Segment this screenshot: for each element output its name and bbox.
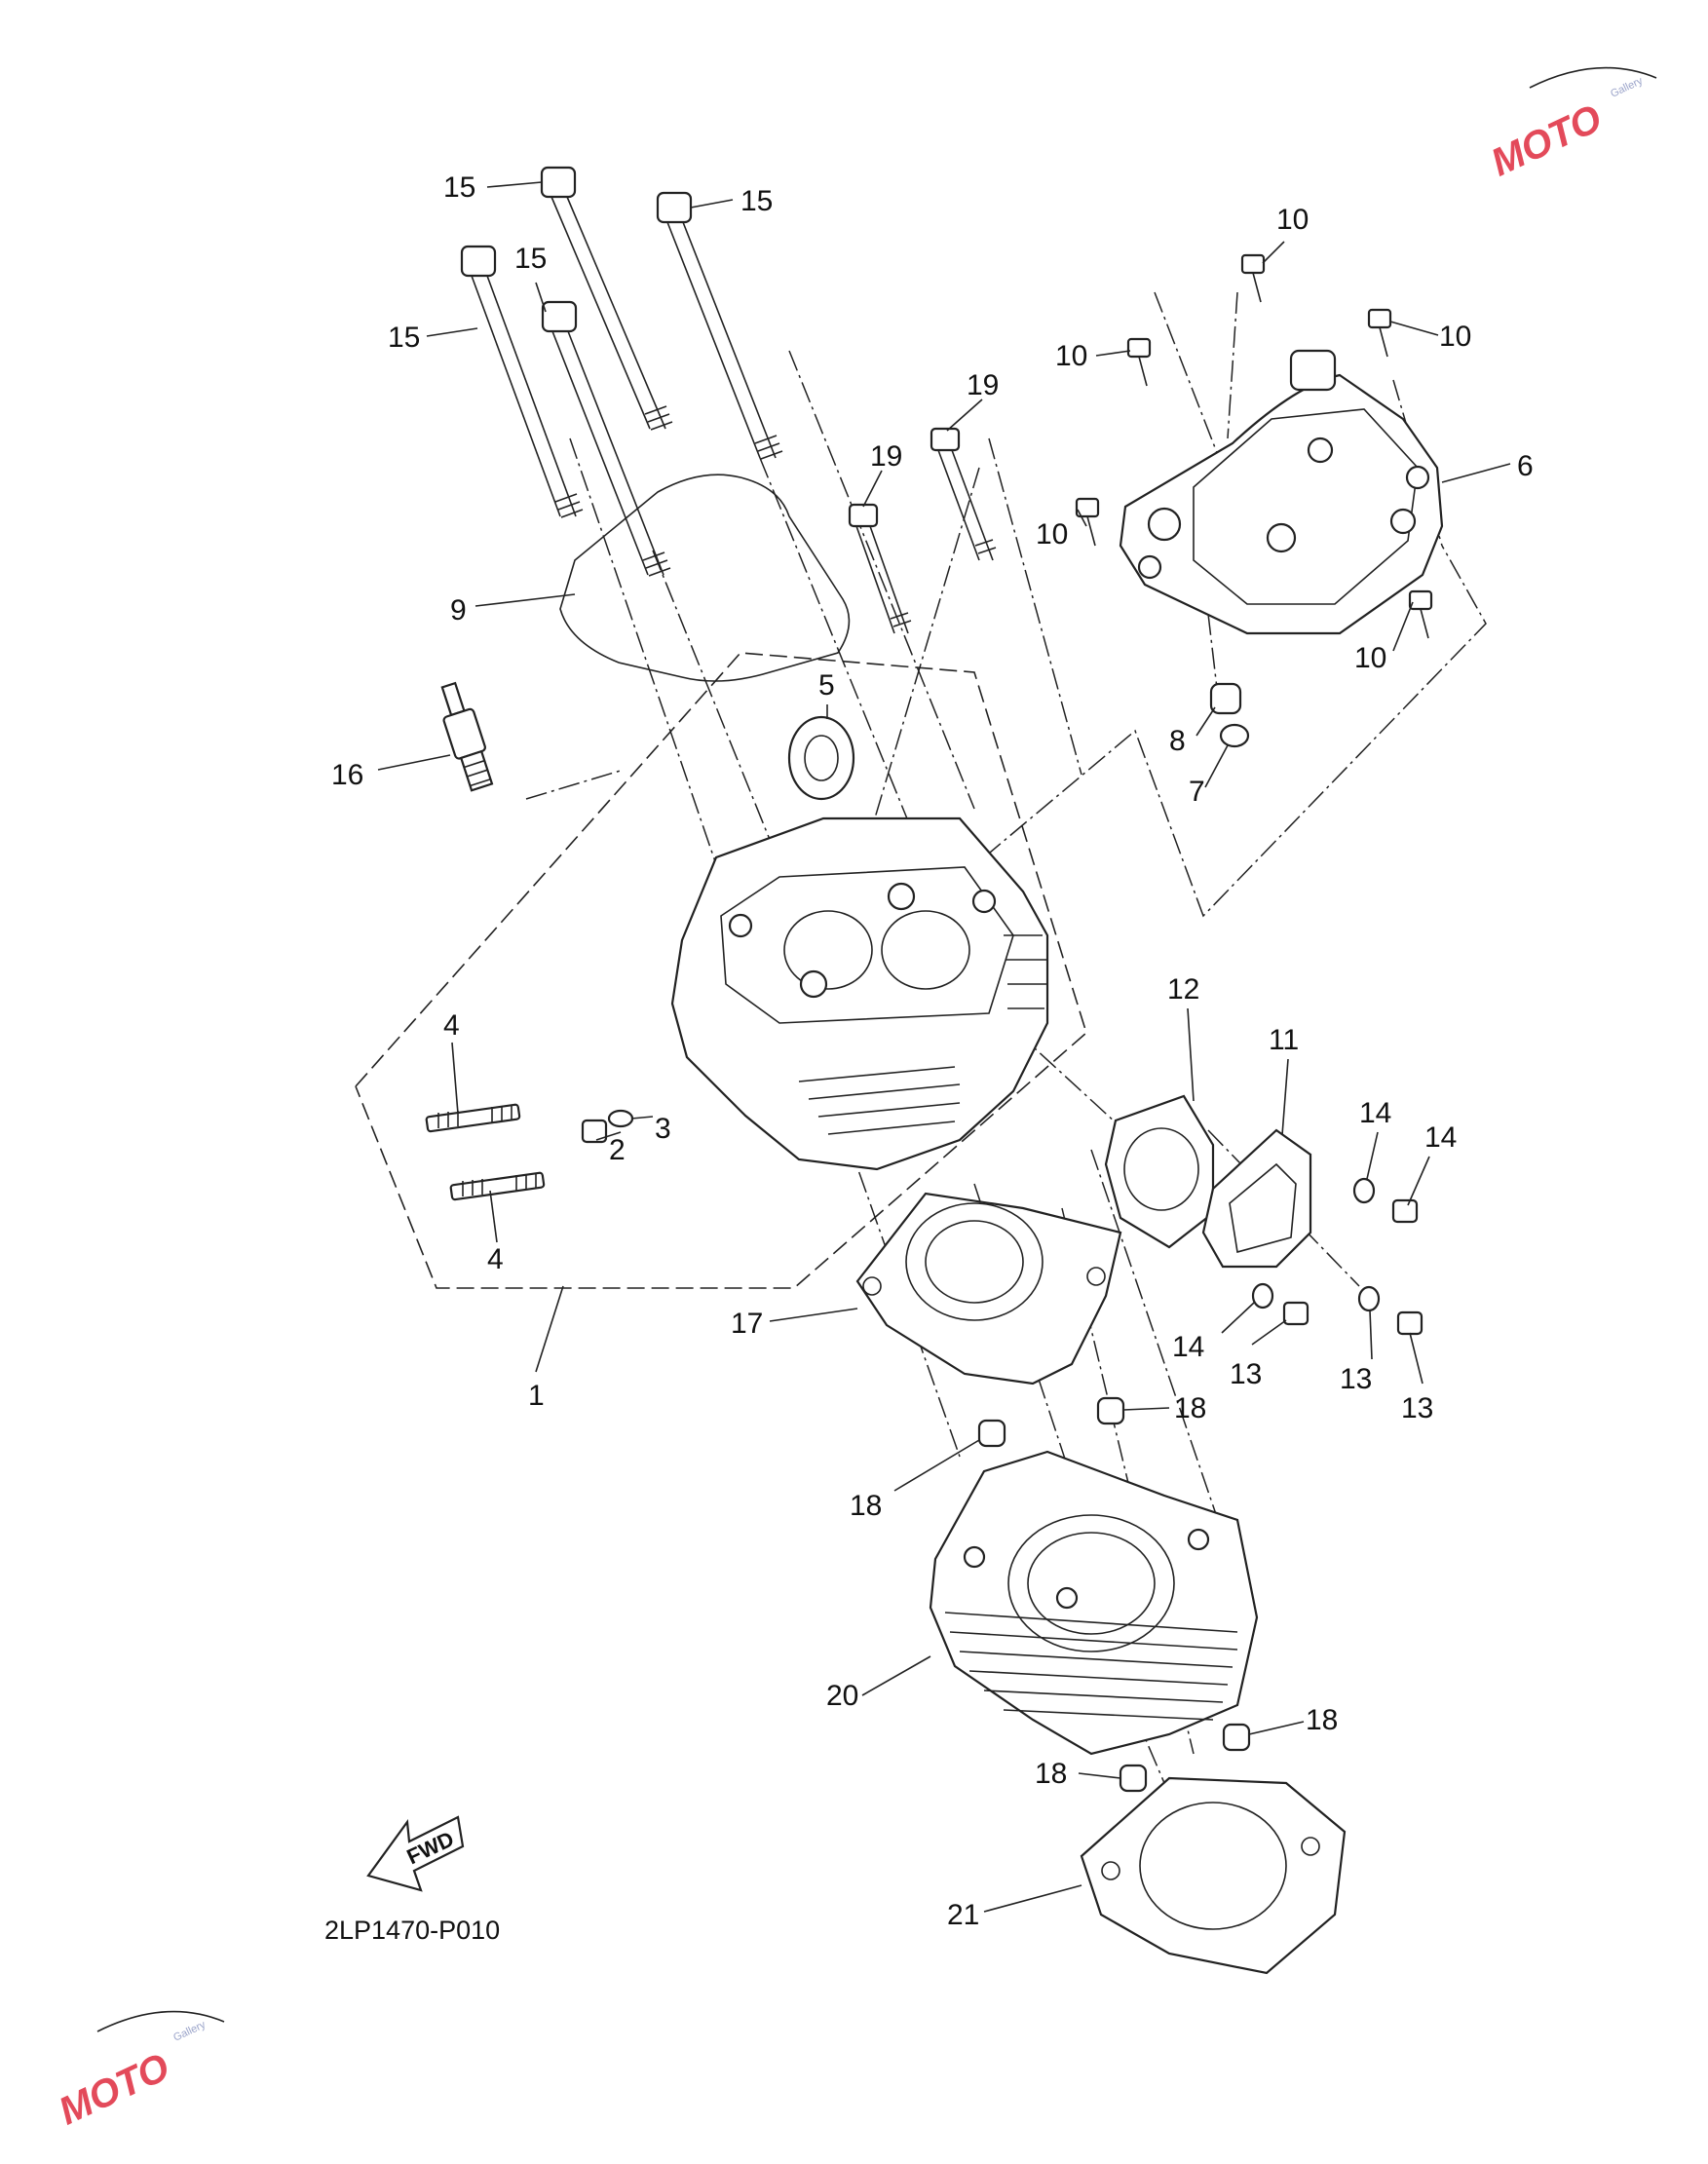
callout-5: 5 [818,669,835,702]
bolt-19-b [848,503,912,634]
watermark-logo-bottom-left: MOTO Gallery [53,2010,225,2134]
gasket-12 [1104,1094,1215,1249]
callout-18-a: 18 [1174,1392,1206,1424]
head-cover-gasket [559,474,851,682]
watermark-logo-top-right: MOTO Gallery [1485,66,1657,185]
diagram-code: 2LP1470-P010 [324,1916,500,1945]
callout-6: 6 [1517,450,1534,482]
cylinder-20 [929,1450,1259,1756]
callout-18-b: 18 [850,1490,882,1522]
callout-7: 7 [1189,776,1205,808]
callout-10-b: 10 [1055,340,1087,372]
watermark-brand-text-2: MOTO [53,2045,176,2133]
head-bolt-15-c [460,245,584,518]
head-bolt-15-d [541,300,671,577]
cylinder-head-assembly-outline [355,652,1087,1289]
callout-14-c: 13 [1340,1363,1372,1395]
callout-10-e: 10 [1354,642,1386,674]
callout-17: 17 [731,1308,763,1340]
o-ring-7 [1219,723,1250,748]
watermark-sub-text: Gallery [1609,75,1645,100]
bolt-2 [581,1119,608,1144]
oil-seal-5 [787,715,855,801]
callout-18-c: 18 [1306,1704,1338,1736]
watermark-brand-text: MOTO [1485,96,1609,184]
callout-15-d: 15 [514,243,547,275]
callout-13-c: 13 [1401,1392,1433,1424]
callout-19-a: 19 [967,369,999,401]
callout-13-b: 13 [1230,1358,1262,1390]
head-bolt-15-b [656,191,783,460]
stud-bolt-4-a [425,1103,521,1133]
stud-bolt-4-b [449,1171,546,1201]
cylinder-head-cover [1119,349,1444,635]
callout-10-a: 10 [1276,204,1309,236]
callout-11: 11 [1269,1024,1299,1056]
callout-21: 21 [947,1899,979,1931]
forward-direction-arrow: FWD [366,1815,465,1892]
cylinder-head [670,816,1049,1171]
callout-13-a: 14 [1424,1121,1457,1154]
callout-10-d: 10 [1036,518,1068,550]
dowel-pin-8 [1209,682,1242,715]
cylinder-base-gasket-21 [1080,1776,1347,1975]
callout-15-b: 15 [740,185,773,217]
watermark-sub-text-2: Gallery [171,2019,208,2044]
callout-4-b: 4 [487,1243,504,1275]
callout-2: 2 [609,1134,626,1166]
dowel-pins-18 [977,1396,1251,1793]
cylinder-head-gasket-17 [855,1192,1122,1386]
spark-plug-16 [440,681,494,792]
cover-bolts-10 [1075,253,1433,639]
callout-14-b: 14 [1172,1331,1204,1363]
callout-12: 12 [1167,973,1199,1006]
callout-19-b: 19 [870,440,902,473]
callout-leaders [377,181,1511,1913]
callout-10-c: 10 [1439,321,1471,353]
callout-4-a: 4 [443,1009,460,1042]
bolts-13 [1282,1198,1423,1336]
callout-15-a: 15 [443,171,475,204]
callout-20: 20 [826,1680,858,1712]
callout-18-d: 18 [1035,1758,1067,1790]
callout-1: 1 [528,1380,545,1412]
washers-14 [1251,1177,1381,1312]
callout-15-c: 15 [388,322,420,354]
callout-14-a: 14 [1359,1097,1391,1129]
head-bolt-15-a [540,166,673,431]
callout-8: 8 [1169,725,1186,757]
callout-3: 3 [655,1113,671,1145]
callout-labels: 15 15 15 15 10 10 10 10 10 19 19 6 9 5 1… [331,171,1534,1931]
callout-9: 9 [450,594,467,626]
washer-3 [607,1109,634,1128]
callout-16: 16 [331,759,363,791]
bolt-19-a [930,427,997,561]
